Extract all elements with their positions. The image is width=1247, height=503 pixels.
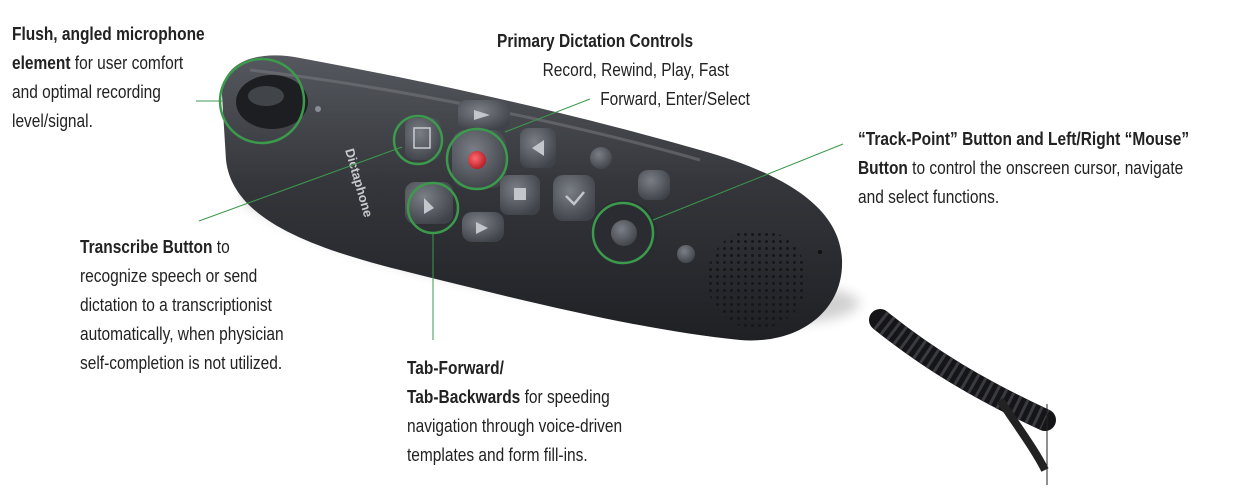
trackpoint-ring [591,201,655,265]
transcribe-icon [413,127,431,149]
transcribe-callout-line-3: dictation to a transcriptionist [80,295,272,315]
small-function-button[interactable] [677,245,695,263]
trackpoint-button[interactable] [611,220,637,246]
transcribe-callout-line-4: automatically, when physician [80,324,284,344]
callout-leaders [196,98,844,340]
microphone-callout: Flush, angled microphone element for use… [12,20,236,136]
right-mouse-button[interactable] [638,170,670,200]
transcribe-callout-text-1: to [212,237,230,257]
track-callout-bold-2: Button [858,158,908,178]
track-callout-bold-1: “Track-Point” Button and Left/Right “Mou… [858,129,1190,149]
record-icon [468,151,486,169]
primary-leader-line [504,98,591,133]
tab-back-icon [476,222,488,234]
tab-callout-text-2: for speeding [520,387,610,407]
tab-callout: Tab-Forward/ Tab-Backwards for speeding … [407,354,682,470]
mic-ring [218,57,306,145]
primary-callout-line-3: Forward, Enter/Select [600,89,750,109]
transcribe-callout: Transcribe Button to recognize speech or… [80,233,338,378]
mic-callout-line-3: and optimal recording [12,82,161,102]
tab-callout-line-4: templates and form fill-ins. [407,445,588,465]
status-led [315,106,321,112]
rewind-icon [532,140,544,156]
record-ring [445,127,509,191]
mic-callout-line-4: level/signal. [12,111,93,131]
primary-callout-title: Primary Dictation Controls [497,31,694,51]
primary-callout-line-2: Record, Rewind, Play, Fast [542,60,729,80]
track-callout-text-2: to control the onscreen cursor, navigate [907,158,1184,178]
trackpoint-leader-line [652,143,844,221]
check-icon [565,191,585,206]
transcribe-callout-bold: Transcribe Button [80,237,213,257]
transcribe-ring [392,114,444,166]
primary-controls-callout: Primary Dictation Controls Record, Rewin… [497,27,789,114]
forward-icon [474,110,490,120]
coiled-cable [869,309,1056,472]
mic-callout-bold-1: Flush, angled microphone [12,24,205,44]
tab-callout-bold-2: Tab-Backwards [407,387,521,407]
tab-callout-line-3: navigation through voice-driven [407,416,623,436]
track-callout-line-3: and select functions. [858,187,1000,207]
dictation-buttons [405,100,695,266]
mic-callout-text-2: for user comfort [70,53,184,73]
transcribe-leader-line [198,146,403,222]
speaker-grill [707,229,807,329]
stop-icon [514,188,526,200]
mic-callout-bold-2: element [12,53,71,73]
left-mouse-button[interactable] [553,175,595,221]
tab-icon [424,198,434,214]
pinhole [818,250,822,254]
microphone-element-highlight [248,86,284,106]
tab-ring [406,181,460,235]
transcribe-callout-line-2: recognize speech or send [80,266,258,286]
trackpoint-callout: “Track-Point” Button and Left/Right “Mou… [858,125,1247,212]
enter-select-button[interactable] [590,147,612,169]
tab-callout-bold-1: Tab-Forward/ [407,358,504,378]
callout-rings [218,57,655,265]
transcribe-callout-line-5: self-completion is not utilized. [80,353,283,373]
